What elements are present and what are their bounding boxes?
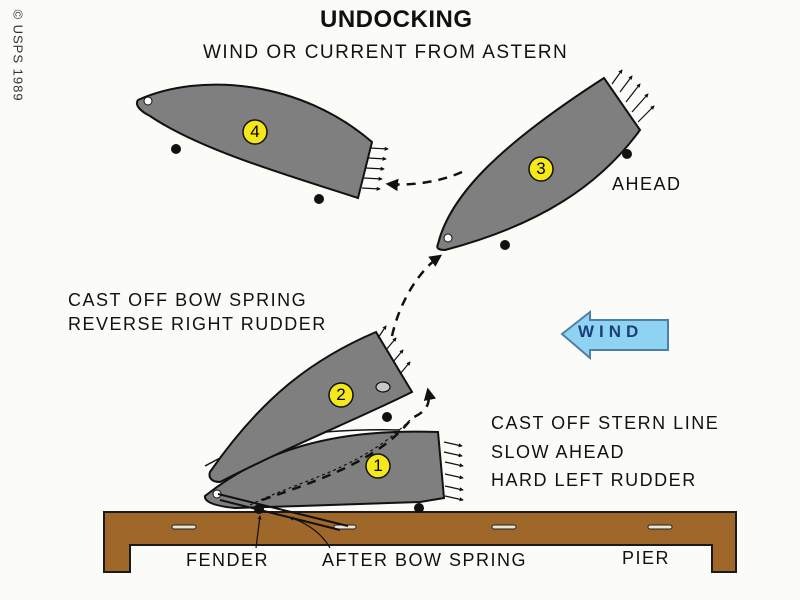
number-circles [242,119,554,479]
label-cast-off-stern-3: HARD LEFT RUDDER [491,470,697,490]
label-after-bow-spring: AFTER BOW SPRING [322,550,528,570]
boat-2-number: 2 [336,385,346,404]
boat-2 [208,325,414,484]
label-cast-off-bow-1: CAST OFF BOW SPRING [68,290,308,310]
boat-1-prop-wash [443,441,464,502]
boat-1-number: 1 [373,456,383,475]
fenders [171,144,632,514]
boat-2-prop-wash [377,325,411,375]
label-cast-off-stern-1: CAST OFF STERN LINE [491,413,720,433]
boat-3-number: 3 [536,159,546,178]
label-ahead: AHEAD [612,174,682,194]
diagram-title: UNDOCKING [320,6,473,33]
maneuver-path [261,170,463,502]
pivot-arrow [249,419,411,506]
diagram-subtitle: WIND OR CURRENT FROM ASTERN [203,42,569,63]
label-cast-off-stern-2: SLOW AHEAD [491,442,626,462]
pier-cleats [171,524,673,530]
wind-arrow [560,309,669,361]
boat-3-prop-wash [611,69,655,123]
label-fender: FENDER [186,550,270,570]
pier [103,511,737,573]
label-pier: PIER [622,548,671,568]
copyright-credit: © USPS 1989 [10,9,26,102]
wind-label: WIND [578,322,644,341]
boat-4-number: 4 [250,122,260,141]
label-cast-off-bow-2: REVERSE RIGHT RUDDER [68,314,327,334]
label-leaders [255,515,331,549]
after-bow-spring-line [217,493,349,531]
boat-4-prop-wash [361,146,389,191]
